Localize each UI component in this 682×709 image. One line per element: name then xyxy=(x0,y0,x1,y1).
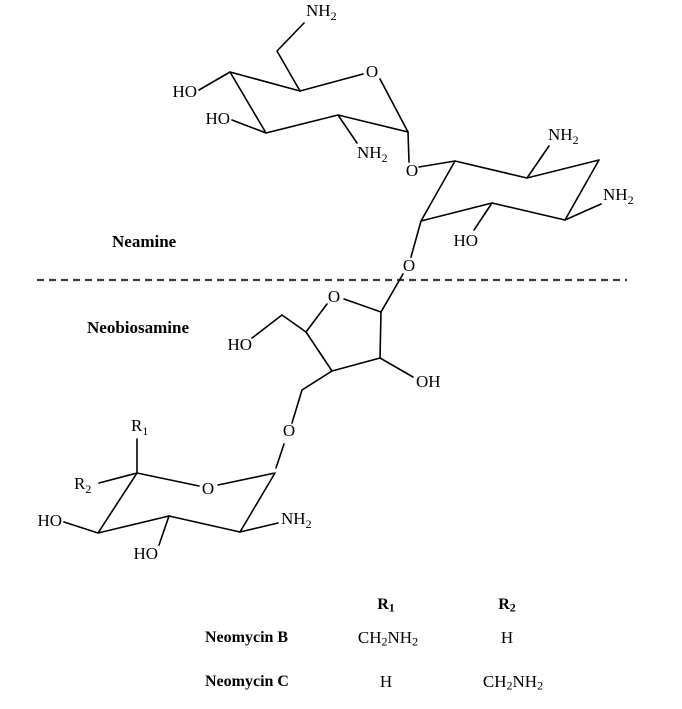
amine-label-ring-b-right: NH2 xyxy=(603,185,634,207)
glycosidic-oxygen-3-label: O xyxy=(283,421,295,440)
glycosidic-oxygen-2-label: O xyxy=(403,256,415,275)
table-cell-neomycin-b-r1: CH2NH2 xyxy=(357,628,419,649)
amine-label-ring-d-c2: NH2 xyxy=(281,509,312,531)
ring-a-skeleton-bonds xyxy=(229,71,409,134)
table-row-name-neomycin-c: Neomycin C xyxy=(205,673,289,690)
hydroxyl-label-ring-c-ch2oh: HO xyxy=(227,335,252,354)
ring-d-skeleton-bonds xyxy=(97,472,276,534)
hydroxyl-label-ring-a-c4: HO xyxy=(172,82,197,101)
table-header-r2: R2 xyxy=(498,596,516,615)
table-cell-neomycin-c-r1: H xyxy=(379,672,393,691)
amine-label-ring-a-c6: NH2 xyxy=(306,1,337,23)
r2-substituent-label: R2 xyxy=(74,474,91,496)
table-cell-neomycin-c-r2: CH2NH2 xyxy=(482,672,544,693)
r1-substituent-label: R1 xyxy=(131,416,148,438)
ring-b-skeleton-bonds xyxy=(420,159,600,222)
table-row-name-neomycin-b: Neomycin B xyxy=(205,629,289,646)
ring-b-substituent-bonds xyxy=(410,145,602,258)
table-cell-neomycin-b-r2: H xyxy=(500,628,514,647)
hydroxyl-label-ring-a-c3: HO xyxy=(205,109,230,128)
glycosidic-oxygen-1-label: O xyxy=(406,161,418,180)
hydroxyl-label-ring-b: HO xyxy=(453,231,478,250)
ring-d-oxygen-label: O xyxy=(202,479,214,498)
table-header-r1: R1 xyxy=(377,596,395,615)
glycosidic-bond-3 xyxy=(275,443,285,469)
hydroxyl-label-ring-d-left: HO xyxy=(37,511,62,530)
hydroxyl-label-ring-d-bottom: HO xyxy=(133,544,158,563)
amine-label-ring-a-c2: NH2 xyxy=(357,143,388,165)
amine-label-ring-b-top: NH2 xyxy=(548,125,579,147)
ring-c-substituent-bonds xyxy=(251,314,414,424)
ring-a-oxygen-label: O xyxy=(366,62,378,81)
hydroxyl-label-ring-c-c2: OH xyxy=(416,372,441,391)
neamine-section-label: Neamine xyxy=(112,232,177,251)
glycosidic-bond-2 xyxy=(380,273,404,313)
ring-c-oxygen-label: O xyxy=(328,287,340,306)
ring-c-skeleton-bonds xyxy=(305,298,382,372)
glycosidic-bond-1 xyxy=(418,160,456,168)
neobiosamine-section-label: Neobiosamine xyxy=(87,318,189,337)
ring-d-substituent-bonds xyxy=(63,438,279,546)
ring-a-substituent-bonds xyxy=(198,22,410,163)
